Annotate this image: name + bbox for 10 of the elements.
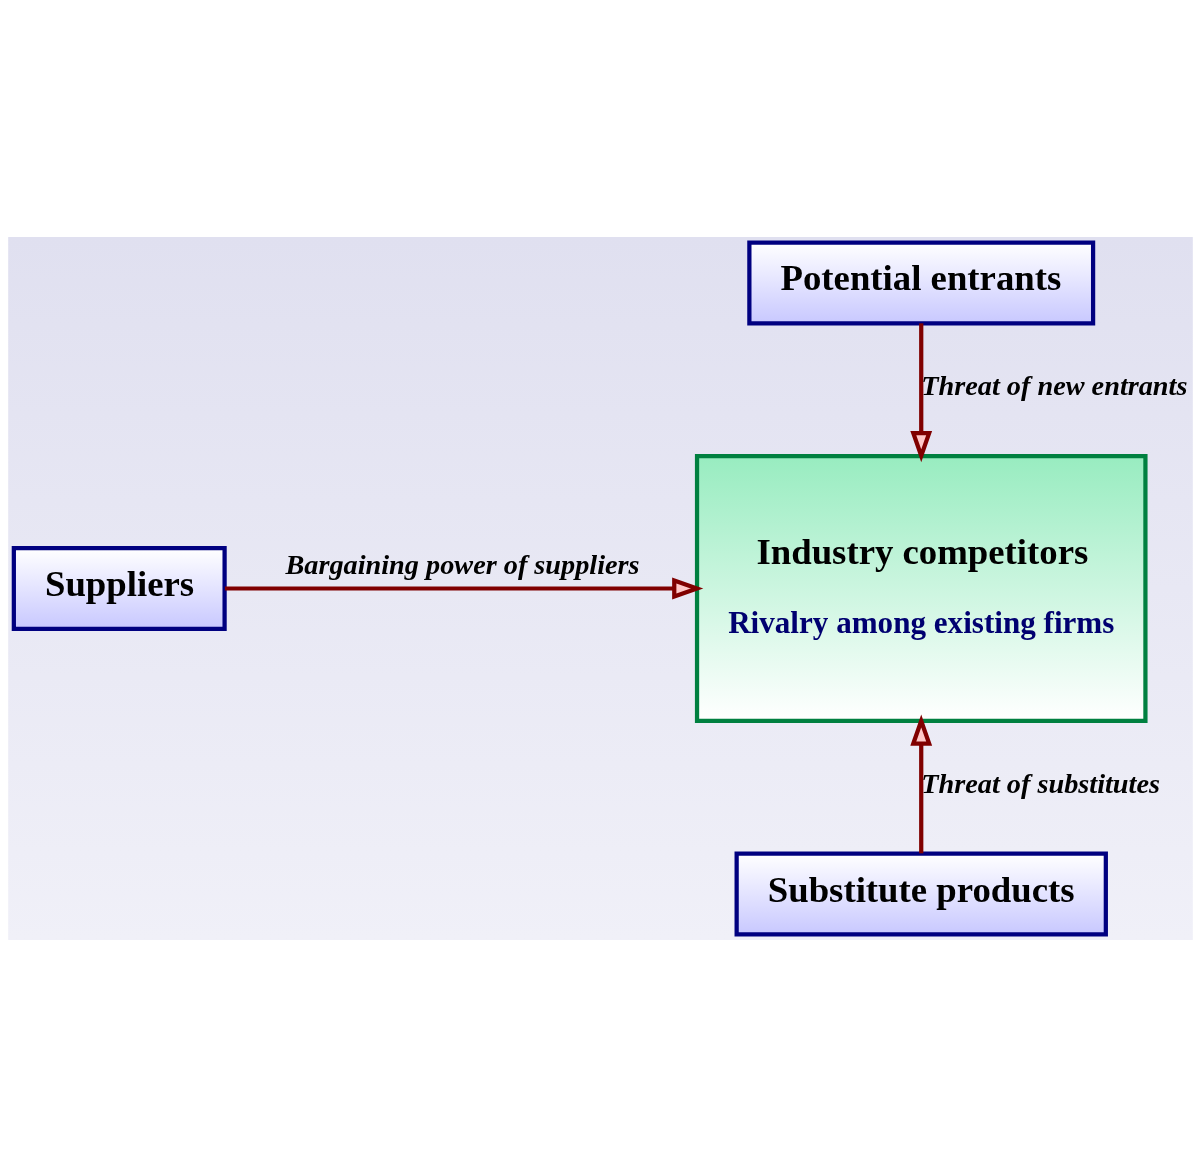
node-box: Suppliers xyxy=(11,545,227,631)
edge-label: Threat of substitutes xyxy=(921,767,1160,799)
arrow xyxy=(910,322,933,462)
node-box: Substitute products xyxy=(734,851,1108,936)
arrow xyxy=(224,577,704,599)
node-box: Industry competitors Rivalry among existing firms xyxy=(694,453,1148,723)
arrow xyxy=(910,714,933,853)
node-box: Potential entrants xyxy=(747,240,1096,325)
edge-label: Threat of new entrants xyxy=(921,369,1188,401)
edge-label: Bargaining power of suppliers xyxy=(285,548,640,580)
